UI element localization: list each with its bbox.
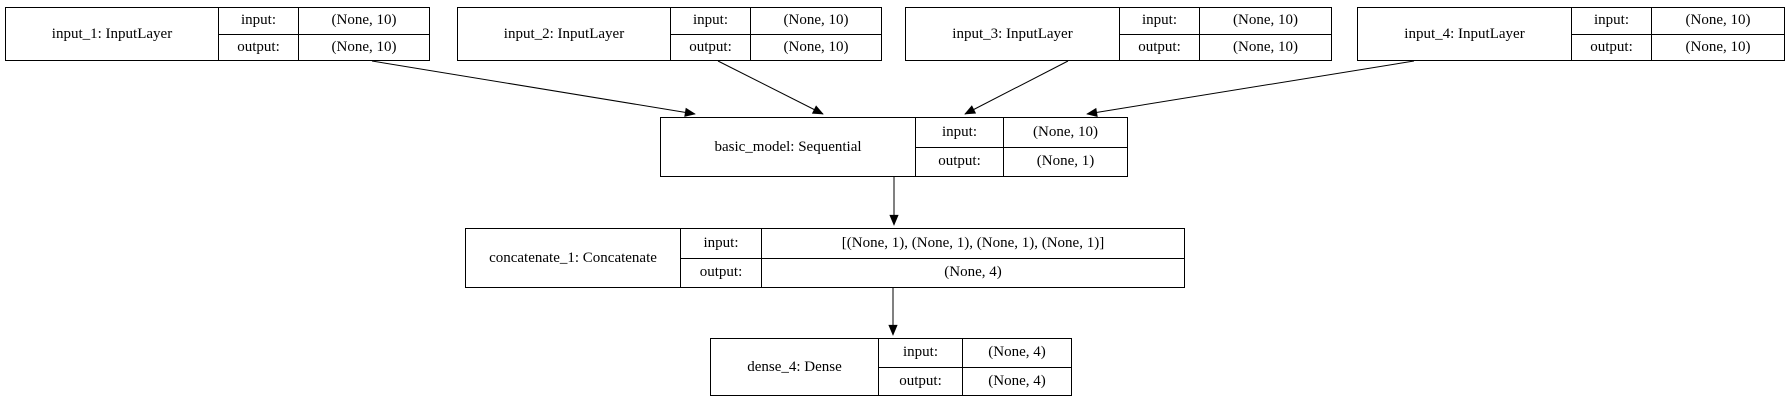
layer-name: input_4: InputLayer xyxy=(1358,8,1572,60)
layer-name: input_2: InputLayer xyxy=(458,8,671,60)
input-key: input: xyxy=(1120,8,1200,34)
input-shape: (None, 10) xyxy=(1033,123,1098,140)
layer-name: basic_model: Sequential xyxy=(661,118,916,176)
output-shape: (None, 10) xyxy=(1233,38,1298,55)
node-input_4-layer: input_4: InputLayer input: (None, 10) ou… xyxy=(1357,7,1785,61)
output-shape: (None, 10) xyxy=(783,38,849,55)
edge-input_4-to-basic_model xyxy=(1086,60,1415,117)
output-key: output: xyxy=(879,367,963,395)
output-key: output: xyxy=(681,258,762,287)
edge-input_3-to-basic_model xyxy=(964,60,1069,115)
input-shape: (None, 10) xyxy=(331,12,397,29)
output-key: output: xyxy=(219,34,299,60)
output-key: output: xyxy=(1120,34,1200,60)
output-key: output: xyxy=(916,147,1004,176)
input-key: input: xyxy=(681,229,762,258)
input-shape: (None, 4) xyxy=(988,344,1046,361)
node-concatenate_1: concatenate_1: Concatenate input: [(None… xyxy=(465,228,1185,288)
layer-name: dense_4: Dense xyxy=(711,339,879,395)
output-key: output: xyxy=(1572,34,1652,60)
input-key: input: xyxy=(219,8,299,34)
output-shape: (None, 4) xyxy=(944,264,1002,281)
input-shape: [(None, 1), (None, 1), (None, 1), (None,… xyxy=(841,234,1105,251)
layer-name: input_1: InputLayer xyxy=(6,8,219,60)
input-shape: (None, 10) xyxy=(783,12,849,29)
edge-input_2-to-basic_model xyxy=(717,60,824,115)
node-basic_model: basic_model: Sequential input: (None, 10… xyxy=(660,117,1128,177)
input-key: input: xyxy=(916,118,1004,147)
node-input_3-layer: input_3: InputLayer input: (None, 10) ou… xyxy=(905,7,1332,61)
input-shape: (None, 10) xyxy=(1685,12,1751,29)
input-key: input: xyxy=(1572,8,1652,34)
output-shape: (None, 10) xyxy=(331,38,397,55)
input-shape: (None, 10) xyxy=(1233,12,1298,29)
output-shape: (None, 1) xyxy=(1036,153,1095,170)
output-key: output: xyxy=(671,34,751,60)
layer-name: input_3: InputLayer xyxy=(906,8,1120,60)
node-input_1-layer: input_1: InputLayer input: (None, 10) ou… xyxy=(5,7,430,61)
input-key: input: xyxy=(671,8,751,34)
layer-name: concatenate_1: Concatenate xyxy=(466,229,681,287)
edge-input_1-to-basic_model xyxy=(371,60,696,117)
output-shape: (None, 4) xyxy=(988,372,1046,389)
input-key: input: xyxy=(879,339,963,367)
node-input_2-layer: input_2: InputLayer input: (None, 10) ou… xyxy=(457,7,882,61)
node-dense_4: dense_4: Dense input: (None, 4) output: … xyxy=(710,338,1072,396)
output-shape: (None, 10) xyxy=(1685,38,1751,55)
